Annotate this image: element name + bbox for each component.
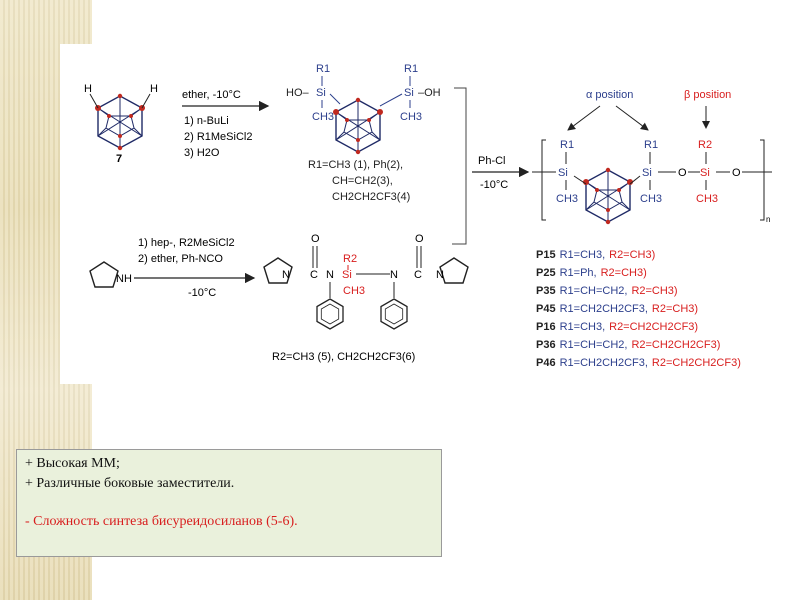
- product-code: P36: [536, 339, 556, 351]
- ch3-center-label: CH3: [343, 285, 365, 297]
- product-r1: R1=CH=CH2,: [560, 339, 628, 351]
- polymer-si-right: Si: [642, 167, 652, 179]
- step2-reagent-1: 1) hep-, R2MeSiCl2: [138, 237, 235, 249]
- silanol-product: R1 R1 HO– Si Si –OH CH3 CH3 R1=CH3 (1), …: [286, 63, 441, 203]
- h-left-label: H: [84, 83, 92, 95]
- merge-bracket: [452, 87, 467, 245]
- pro-note-1: + Высокая ММ;: [25, 456, 120, 471]
- oh-label: –OH: [418, 87, 441, 99]
- product-r1: R1=CH3,: [560, 321, 606, 333]
- con-note-1: - Сложность синтеза бисуреидосиланов (5-…: [25, 514, 298, 529]
- product-r2: R2=CH2CH2CF3): [609, 321, 698, 333]
- reaction-scheme: H H 7 ether, -10°C 1) n-BuLi 2) R1MeSiCl…: [60, 44, 790, 384]
- polymer-o1: O: [678, 167, 687, 179]
- ho-label: HO–: [286, 87, 310, 99]
- polymer-n-subscript: n: [766, 215, 770, 224]
- product-row: P25 R1=Ph, R2=CH3): [536, 267, 647, 279]
- polymer-structure: α position β position n R1 R1 Si Si CH3 …: [532, 89, 772, 225]
- product-r1: R1=CH2CH2CF3,: [560, 303, 648, 315]
- product-r1: R1=CH=CH2,: [560, 285, 628, 297]
- r2-label: R2: [343, 253, 357, 265]
- phcl-conditions: -10°C: [480, 179, 508, 191]
- step2-reagent-2: 2) ether, Ph-NCO: [138, 253, 223, 265]
- n-left-label: N: [282, 269, 290, 281]
- nh-label: NH: [116, 273, 132, 285]
- product-code: P45: [536, 303, 556, 315]
- r1-left-label: R1: [316, 63, 330, 75]
- product-row: P15 R1=CH3,R2=CH3): [536, 249, 655, 261]
- phcl-reagent: Ph-Cl: [478, 155, 506, 167]
- polycondensation-step: Ph-Cl -10°C: [472, 155, 530, 191]
- product-r1: R1=CH3,: [560, 249, 606, 261]
- product-r2: R2=CH2CH2CF3): [652, 357, 741, 369]
- si-left-label: Si: [316, 87, 326, 99]
- product-r1: R1=Ph,: [560, 267, 597, 279]
- polymer-r2: R2: [698, 139, 712, 151]
- n-mid-right-label: N: [390, 269, 398, 281]
- silanol-variants-1: R1=CH3 (1), Ph(2),: [308, 159, 403, 171]
- step1-reagent-1: 1) n-BuLi: [184, 115, 229, 127]
- product-code: P15: [536, 249, 556, 261]
- beta-position-label: β position: [684, 89, 731, 101]
- product-r2: R2=CH3): [631, 285, 677, 297]
- r1-right-label: R1: [404, 63, 418, 75]
- product-r2: R2=CH3): [609, 249, 655, 261]
- pro-note-2: + Различные боковые заместители.: [25, 476, 235, 491]
- n-mid-left-label: N: [326, 269, 334, 281]
- c-left-label: C: [310, 269, 318, 281]
- step2-conditions: -10°C: [188, 287, 216, 299]
- product-code: P46: [536, 357, 556, 369]
- product-row: P35 R1=CH=CH2,R2=CH3): [536, 285, 678, 297]
- o-left-label: O: [311, 233, 320, 245]
- carborane-compound-7: H H 7: [84, 83, 158, 165]
- ch3-left-label: CH3: [312, 111, 334, 123]
- polymer-si-mid: Si: [700, 167, 710, 179]
- polymer-o2: O: [732, 167, 741, 179]
- product-code: P25: [536, 267, 556, 279]
- c-right-label: C: [414, 269, 422, 281]
- bisureidosilane-product: N C O N R2 Si CH3 N C O N R2=CH3 (5), CH…: [263, 233, 469, 363]
- reaction-scheme-drawing: H H 7 ether, -10°C 1) n-BuLi 2) R1MeSiCl…: [84, 63, 772, 369]
- product-code: P16: [536, 321, 556, 333]
- step1-reagent-2: 2) R1MeSiCl2: [184, 131, 252, 143]
- polymer-r1-right: R1: [644, 139, 658, 151]
- alpha-position-label: α position: [586, 89, 633, 101]
- silanol-variants-3: CH2CH2CF3(4): [332, 191, 410, 203]
- polymer-si-left: Si: [558, 167, 568, 179]
- bisurea-variants: R2=CH3 (5), CH2CH2CF3(6): [272, 351, 415, 363]
- si-right-label: Si: [404, 87, 414, 99]
- product-r2: R2=CH3): [652, 303, 698, 315]
- o-right-label: O: [415, 233, 424, 245]
- n-right-label: N: [436, 269, 444, 281]
- step1-conditions: ether, -10°C: [182, 89, 241, 101]
- step2-arrow-group: 1) hep-, R2MeSiCl2 2) ether, Ph-NCO -10°…: [134, 237, 256, 299]
- si-center-label: Si: [342, 269, 352, 281]
- step1-arrow-group: ether, -10°C 1) n-BuLi 2) R1MeSiCl2 3) H…: [182, 89, 270, 159]
- polymer-ch3-right: CH3: [640, 193, 662, 205]
- product-row: P45 R1=CH2CH2CF3, R2=CH3): [536, 303, 698, 315]
- polymer-r1-left: R1: [560, 139, 574, 151]
- silanol-variants-2: CH=CH2(3),: [332, 175, 393, 187]
- product-row: P46 R1=CH2CH2CF3, R2=CH2CH2CF3): [536, 357, 741, 369]
- product-r2: R2=CH2CH2CF3): [631, 339, 720, 351]
- product-r2: R2=CH3): [601, 267, 647, 279]
- ch3-right-label: CH3: [400, 111, 422, 123]
- polymer-ch3-mid: CH3: [696, 193, 718, 205]
- product-r1: R1=CH2CH2CF3,: [560, 357, 648, 369]
- step1-reagent-3: 3) H2O: [184, 147, 220, 159]
- pyrrolidine-reactant: NH: [89, 261, 132, 288]
- notes-box: + Высокая ММ; + Различные боковые замест…: [16, 449, 442, 557]
- h-right-label: H: [150, 83, 158, 95]
- product-row: P36 R1=CH=CH2,R2=CH2CH2CF3): [536, 339, 720, 351]
- compound-7-label: 7: [116, 153, 122, 165]
- polymer-ch3-left: CH3: [556, 193, 578, 205]
- product-code: P35: [536, 285, 556, 297]
- product-row: P16 R1=CH3,R2=CH2CH2CF3): [536, 321, 698, 333]
